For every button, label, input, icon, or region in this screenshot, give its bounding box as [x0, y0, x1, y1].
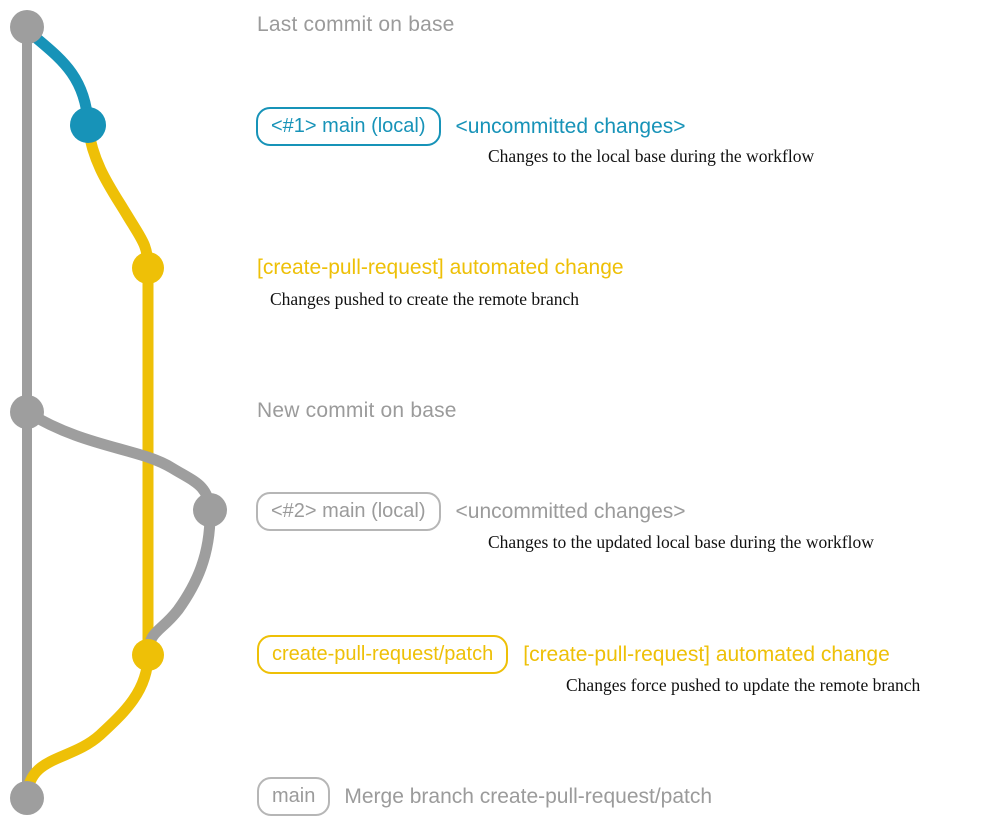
branch-badge-main: main [257, 777, 331, 816]
commit-node-uncommitted-2 [193, 493, 227, 527]
commit-node-merge-commit [10, 781, 44, 815]
commit-desc-uncommitted-1: Changes to the local base during the wor… [488, 146, 815, 166]
branch-badge-main-local-1: <#1> main (local) [256, 107, 441, 146]
row-automated-2: create-pull-request/patch [create-pull-r… [257, 635, 890, 674]
commit-desc-automated-2: Changes force pushed to update the remot… [566, 675, 921, 695]
branch-badge-main-local-2: <#2> main (local) [256, 492, 441, 531]
row-uncommitted-2: <#2> main (local) <uncommitted changes> [256, 492, 686, 531]
patch-merge-curve [21, 649, 154, 804]
branch-badge-patch: create-pull-request/patch [257, 635, 509, 674]
force-push-curve [142, 504, 216, 661]
commit-desc-automated-1: Changes pushed to create the remote bran… [270, 289, 580, 309]
new-commit-label: New commit on base [257, 399, 457, 422]
patch-branch-curve-top [82, 121, 154, 274]
rebase-curve [21, 406, 216, 516]
last-commit-label: Last commit on base [257, 13, 455, 36]
commit-node-automated-change-2 [132, 639, 164, 671]
commit-node-uncommitted-1 [70, 107, 106, 143]
commit-title-uncommitted-1: <uncommitted changes> [455, 114, 686, 138]
commit-desc-uncommitted-2: Changes to the updated local base during… [488, 532, 874, 552]
commit-node-last-commit-on-base [10, 10, 44, 44]
commit-node-automated-change-1 [132, 252, 164, 284]
commit-title-uncommitted-2: <uncommitted changes> [455, 499, 686, 523]
local-main-branch-line [21, 24, 94, 129]
commit-node-new-commit-on-base [10, 395, 44, 429]
commit-graph [10, 10, 227, 815]
commit-title-automated-2: [create-pull-request] automated change [523, 642, 890, 666]
merge-commit-title: Merge branch create-pull-request/patch [344, 784, 713, 808]
commit-title-automated-1: [create-pull-request] automated change [257, 256, 624, 279]
row-merge: main Merge branch create-pull-request/pa… [257, 777, 712, 816]
row-uncommitted-1: <#1> main (local) <uncommitted changes> [256, 107, 686, 146]
